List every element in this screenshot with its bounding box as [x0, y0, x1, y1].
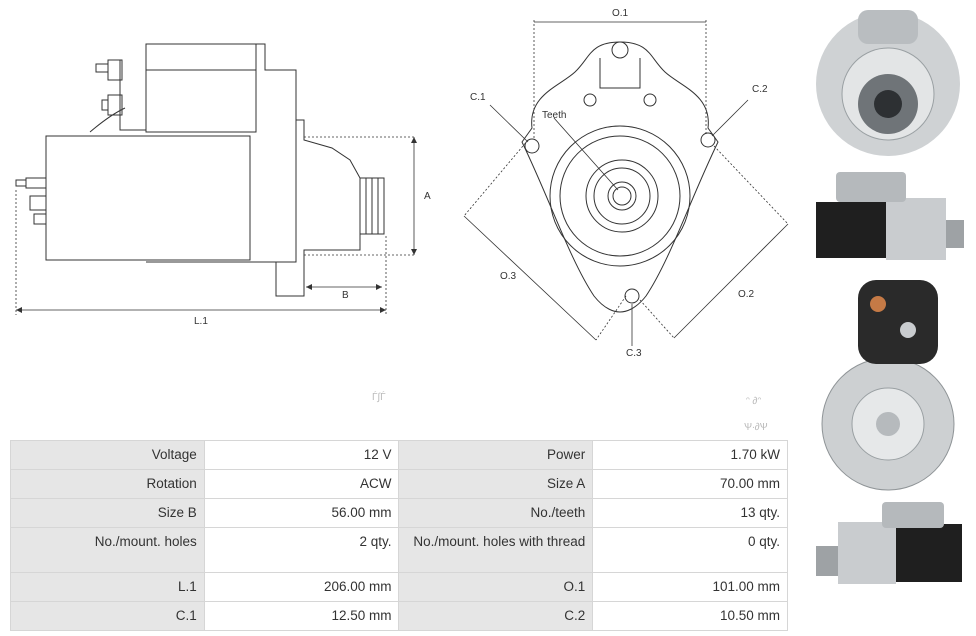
spec-value: 12.50 mm [203, 601, 400, 631]
spec-value: ACW [203, 469, 400, 499]
spec-label: C.1 [10, 601, 205, 631]
dim-label-o1: O.1 [612, 8, 629, 19]
spec-label: Size B [10, 498, 205, 528]
spec-value: 0 qty. [592, 527, 788, 573]
spec-label: No./teeth [398, 498, 594, 528]
dim-label-o2: O.2 [738, 289, 755, 300]
starter-photo-angle [816, 502, 962, 584]
spec-value: 70.00 mm [592, 469, 788, 499]
spec-table: Voltage 12 V Power 1.70 kW Rotation ACW … [10, 440, 788, 631]
table-row: Size B 56.00 mm No./teeth 13 qty. [10, 498, 788, 528]
side-view-drawing: A B L.1 [15, 43, 431, 327]
spec-value: 13 qty. [592, 498, 788, 528]
spec-label: L.1 [10, 572, 205, 602]
table-row: C.1 12.50 mm C.2 10.50 mm [10, 601, 788, 631]
spec-value: 206.00 mm [203, 572, 400, 602]
starter-photo-rear [821, 280, 955, 491]
table-row: Rotation ACW Size A 70.00 mm [10, 469, 788, 499]
faint-mark: Ѱ∙∂Ѱ [744, 422, 768, 433]
front-view-drawing: O.1 O.2 O.3 C.1 C.2 C.3 Teeth [463, 8, 789, 359]
spec-value: 101.00 mm [592, 572, 788, 602]
table-row: No./mount. holes 2 qty. No./mount. holes… [10, 527, 788, 573]
dim-label-l1: L.1 [194, 316, 208, 327]
spec-label: Voltage [10, 440, 205, 470]
dim-label-o3: O.3 [500, 271, 517, 282]
starter-photo-side [816, 172, 964, 260]
spec-label: Size A [398, 469, 594, 499]
dim-label-teeth: Teeth [542, 110, 566, 121]
spec-value: 12 V [203, 440, 400, 470]
spec-value: 56.00 mm [203, 498, 400, 528]
spec-value: 1.70 kW [592, 440, 788, 470]
spec-value: 2 qty. [203, 527, 400, 573]
dim-label-a: A [424, 191, 431, 202]
faint-mark: ᵔ ∂ᵔ [746, 396, 762, 407]
spec-label: No./mount. holes with thread [398, 527, 594, 573]
dim-label-c3: C.3 [626, 348, 642, 359]
dim-label-b: B [342, 290, 349, 301]
spec-label: O.1 [398, 572, 594, 602]
spec-label: C.2 [398, 601, 594, 631]
table-row: L.1 206.00 mm O.1 101.00 mm [10, 572, 788, 602]
table-row: Voltage 12 V Power 1.70 kW [10, 440, 788, 470]
starter-photo-front [816, 10, 960, 156]
faint-mark: Ѓ∫Ѓ [372, 392, 386, 403]
spec-label: Power [398, 440, 594, 470]
spec-value: 10.50 mm [592, 601, 788, 631]
dim-label-c2: C.2 [752, 84, 768, 95]
spec-label: Rotation [10, 469, 205, 499]
dim-label-c1: C.1 [470, 92, 486, 103]
spec-label: No./mount. holes [10, 527, 205, 573]
